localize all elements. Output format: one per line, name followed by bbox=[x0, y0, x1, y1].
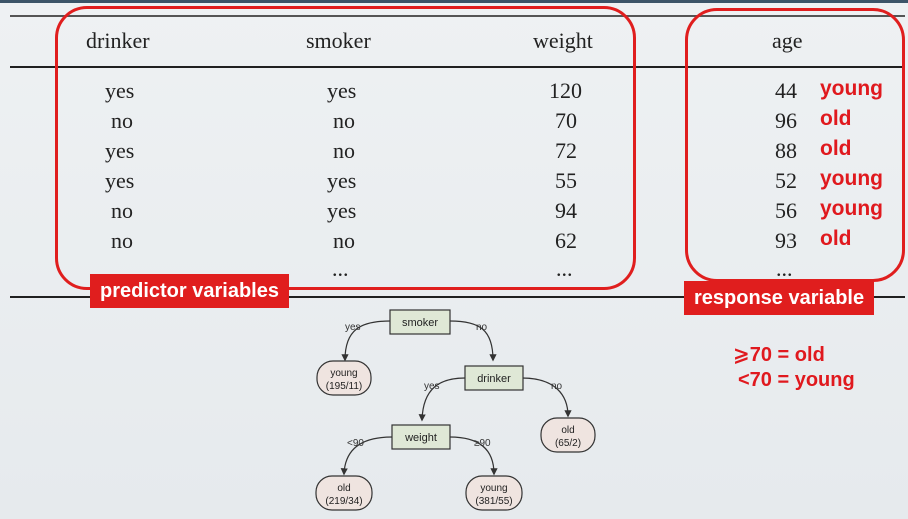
edge-label-no: no bbox=[551, 381, 563, 392]
cell-smoker: yes bbox=[327, 78, 357, 103]
cell-weight: 70 bbox=[555, 108, 577, 133]
cell-smoker: yes bbox=[327, 168, 357, 193]
cell-weight: 55 bbox=[555, 168, 577, 193]
cell-smoker: no bbox=[333, 138, 355, 163]
leaf-young-2-label: young bbox=[480, 483, 507, 494]
leaf-young-1-label: young bbox=[330, 368, 357, 379]
edge-label-yes: yes bbox=[424, 381, 440, 392]
leaf-young-2 bbox=[465, 475, 523, 511]
ellipsis-smoker: ... bbox=[332, 256, 349, 281]
cell-age: 52 bbox=[775, 168, 797, 193]
rule-old: ⩾70 = old bbox=[733, 344, 825, 366]
cell-age: 88 bbox=[775, 138, 797, 163]
table-top-rule bbox=[10, 15, 905, 17]
leaf-old-1 bbox=[540, 417, 596, 453]
edge-drinker-no bbox=[521, 377, 572, 418]
cell-smoker: yes bbox=[327, 198, 357, 223]
cell-smoker: no bbox=[333, 108, 355, 133]
header-weight: weight bbox=[533, 28, 593, 53]
leaf-old-1-counts: (65/2) bbox=[555, 438, 581, 449]
node-weight bbox=[391, 424, 451, 450]
cell-age: 96 bbox=[775, 108, 797, 133]
cell-class: old bbox=[820, 227, 852, 250]
edge-label-yes: yes bbox=[345, 322, 361, 333]
cell-drinker: yes bbox=[105, 138, 135, 163]
cell-drinker: no bbox=[111, 228, 133, 253]
cell-weight: 94 bbox=[555, 198, 577, 223]
table-bottom-rule bbox=[10, 296, 905, 298]
rule-young: <70 = young bbox=[738, 369, 855, 391]
node-drinker bbox=[464, 365, 524, 391]
cell-class: old bbox=[820, 137, 852, 160]
cell-smoker: no bbox=[333, 228, 355, 253]
leaf-young-1-counts: (195/11) bbox=[326, 381, 363, 392]
header-drinker: drinker bbox=[86, 28, 150, 53]
cell-drinker: yes bbox=[105, 168, 135, 193]
cell-age: 44 bbox=[775, 78, 797, 103]
leaf-old-2-label: old bbox=[337, 483, 350, 494]
node-smoker bbox=[389, 309, 451, 335]
leaf-young-2-counts: (381/55) bbox=[475, 496, 512, 507]
cell-drinker: no bbox=[111, 198, 133, 223]
edge-drinker-yes bbox=[418, 377, 466, 422]
node-smoker-label: smoker bbox=[402, 317, 438, 329]
cell-class: young bbox=[820, 77, 883, 100]
header-rule bbox=[10, 66, 905, 68]
cell-class: young bbox=[820, 197, 883, 220]
node-weight-label: weight bbox=[404, 432, 437, 444]
header-age: age bbox=[772, 28, 803, 53]
cell-age: 56 bbox=[775, 198, 797, 223]
ellipsis-weight: ... bbox=[556, 256, 573, 281]
cell-weight: 72 bbox=[555, 138, 577, 163]
edge-weight-lt90 bbox=[340, 436, 393, 476]
node-drinker-label: drinker bbox=[477, 373, 511, 385]
edge-label-ge90: ≥90 bbox=[474, 438, 491, 449]
cell-weight: 62 bbox=[555, 228, 577, 253]
leaf-old-2-counts: (219/34) bbox=[325, 496, 362, 507]
ellipsis-age: ... bbox=[776, 256, 793, 281]
header-smoker: smoker bbox=[306, 28, 371, 53]
cell-drinker: no bbox=[111, 108, 133, 133]
predictor-box bbox=[55, 6, 636, 290]
edge-smoker-yes bbox=[341, 320, 391, 362]
response-variable-tag: response variable bbox=[684, 281, 875, 315]
leaf-young-1 bbox=[316, 360, 372, 396]
predictor-variables-tag: predictor variables bbox=[90, 274, 289, 308]
edge-weight-ge90 bbox=[449, 436, 498, 476]
leaf-old-2 bbox=[315, 475, 373, 511]
cell-class: old bbox=[820, 107, 852, 130]
edge-label-no: no bbox=[476, 322, 488, 333]
cell-drinker: yes bbox=[105, 78, 135, 103]
cell-age: 93 bbox=[775, 228, 797, 253]
response-box bbox=[685, 8, 905, 282]
top-band bbox=[0, 0, 908, 3]
edge-smoker-no bbox=[449, 320, 497, 362]
cell-class: young bbox=[820, 167, 883, 190]
leaf-old-1-label: old bbox=[561, 425, 574, 436]
cell-weight: 120 bbox=[549, 78, 582, 103]
edge-label-lt90: <90 bbox=[347, 438, 364, 449]
